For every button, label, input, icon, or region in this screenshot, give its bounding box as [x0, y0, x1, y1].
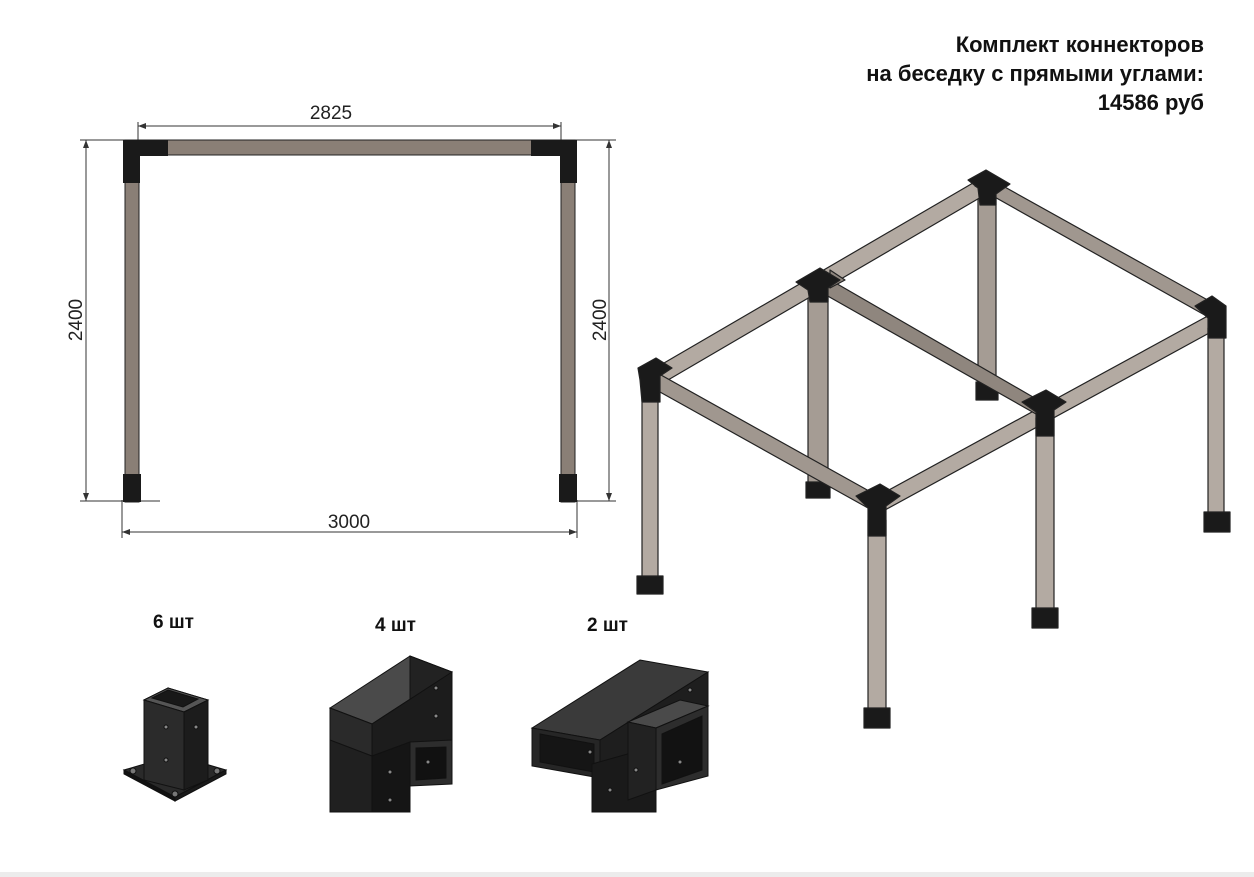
qty-post-base: 6 шт — [153, 612, 194, 633]
bottom-divider — [0, 872, 1254, 877]
post-base-icon — [122, 687, 228, 802]
title-line-1: Комплект коннекторов — [955, 32, 1204, 57]
dimension-lines — [80, 122, 616, 538]
qty-t-connector: 2 шт — [587, 615, 628, 636]
right-corner-connector — [531, 140, 577, 183]
title-line-2: на беседку с прямыми углами: — [866, 61, 1204, 86]
title-price: 14586 руб — [1097, 90, 1204, 115]
price-title: Комплект коннекторов на беседку с прямым… — [866, 30, 1204, 117]
front-posts — [636, 327, 1231, 729]
dim-right-height: 2400 — [590, 299, 611, 341]
dim-top-width: 2825 — [310, 103, 352, 124]
dim-bottom-width: 3000 — [328, 512, 370, 533]
front-frame — [123, 139, 577, 503]
dimension-arrows — [83, 123, 612, 535]
dim-left-height: 2400 — [66, 299, 87, 341]
qty-corner-connector: 4 шт — [375, 615, 416, 636]
left-corner-connector — [123, 140, 168, 183]
roof-beams — [641, 175, 1223, 511]
t-connector-icon — [530, 659, 710, 813]
right-post-base — [559, 474, 577, 502]
roof-connectors — [637, 169, 1227, 537]
corner-connector-icon — [328, 655, 454, 813]
left-post-base — [123, 474, 141, 502]
